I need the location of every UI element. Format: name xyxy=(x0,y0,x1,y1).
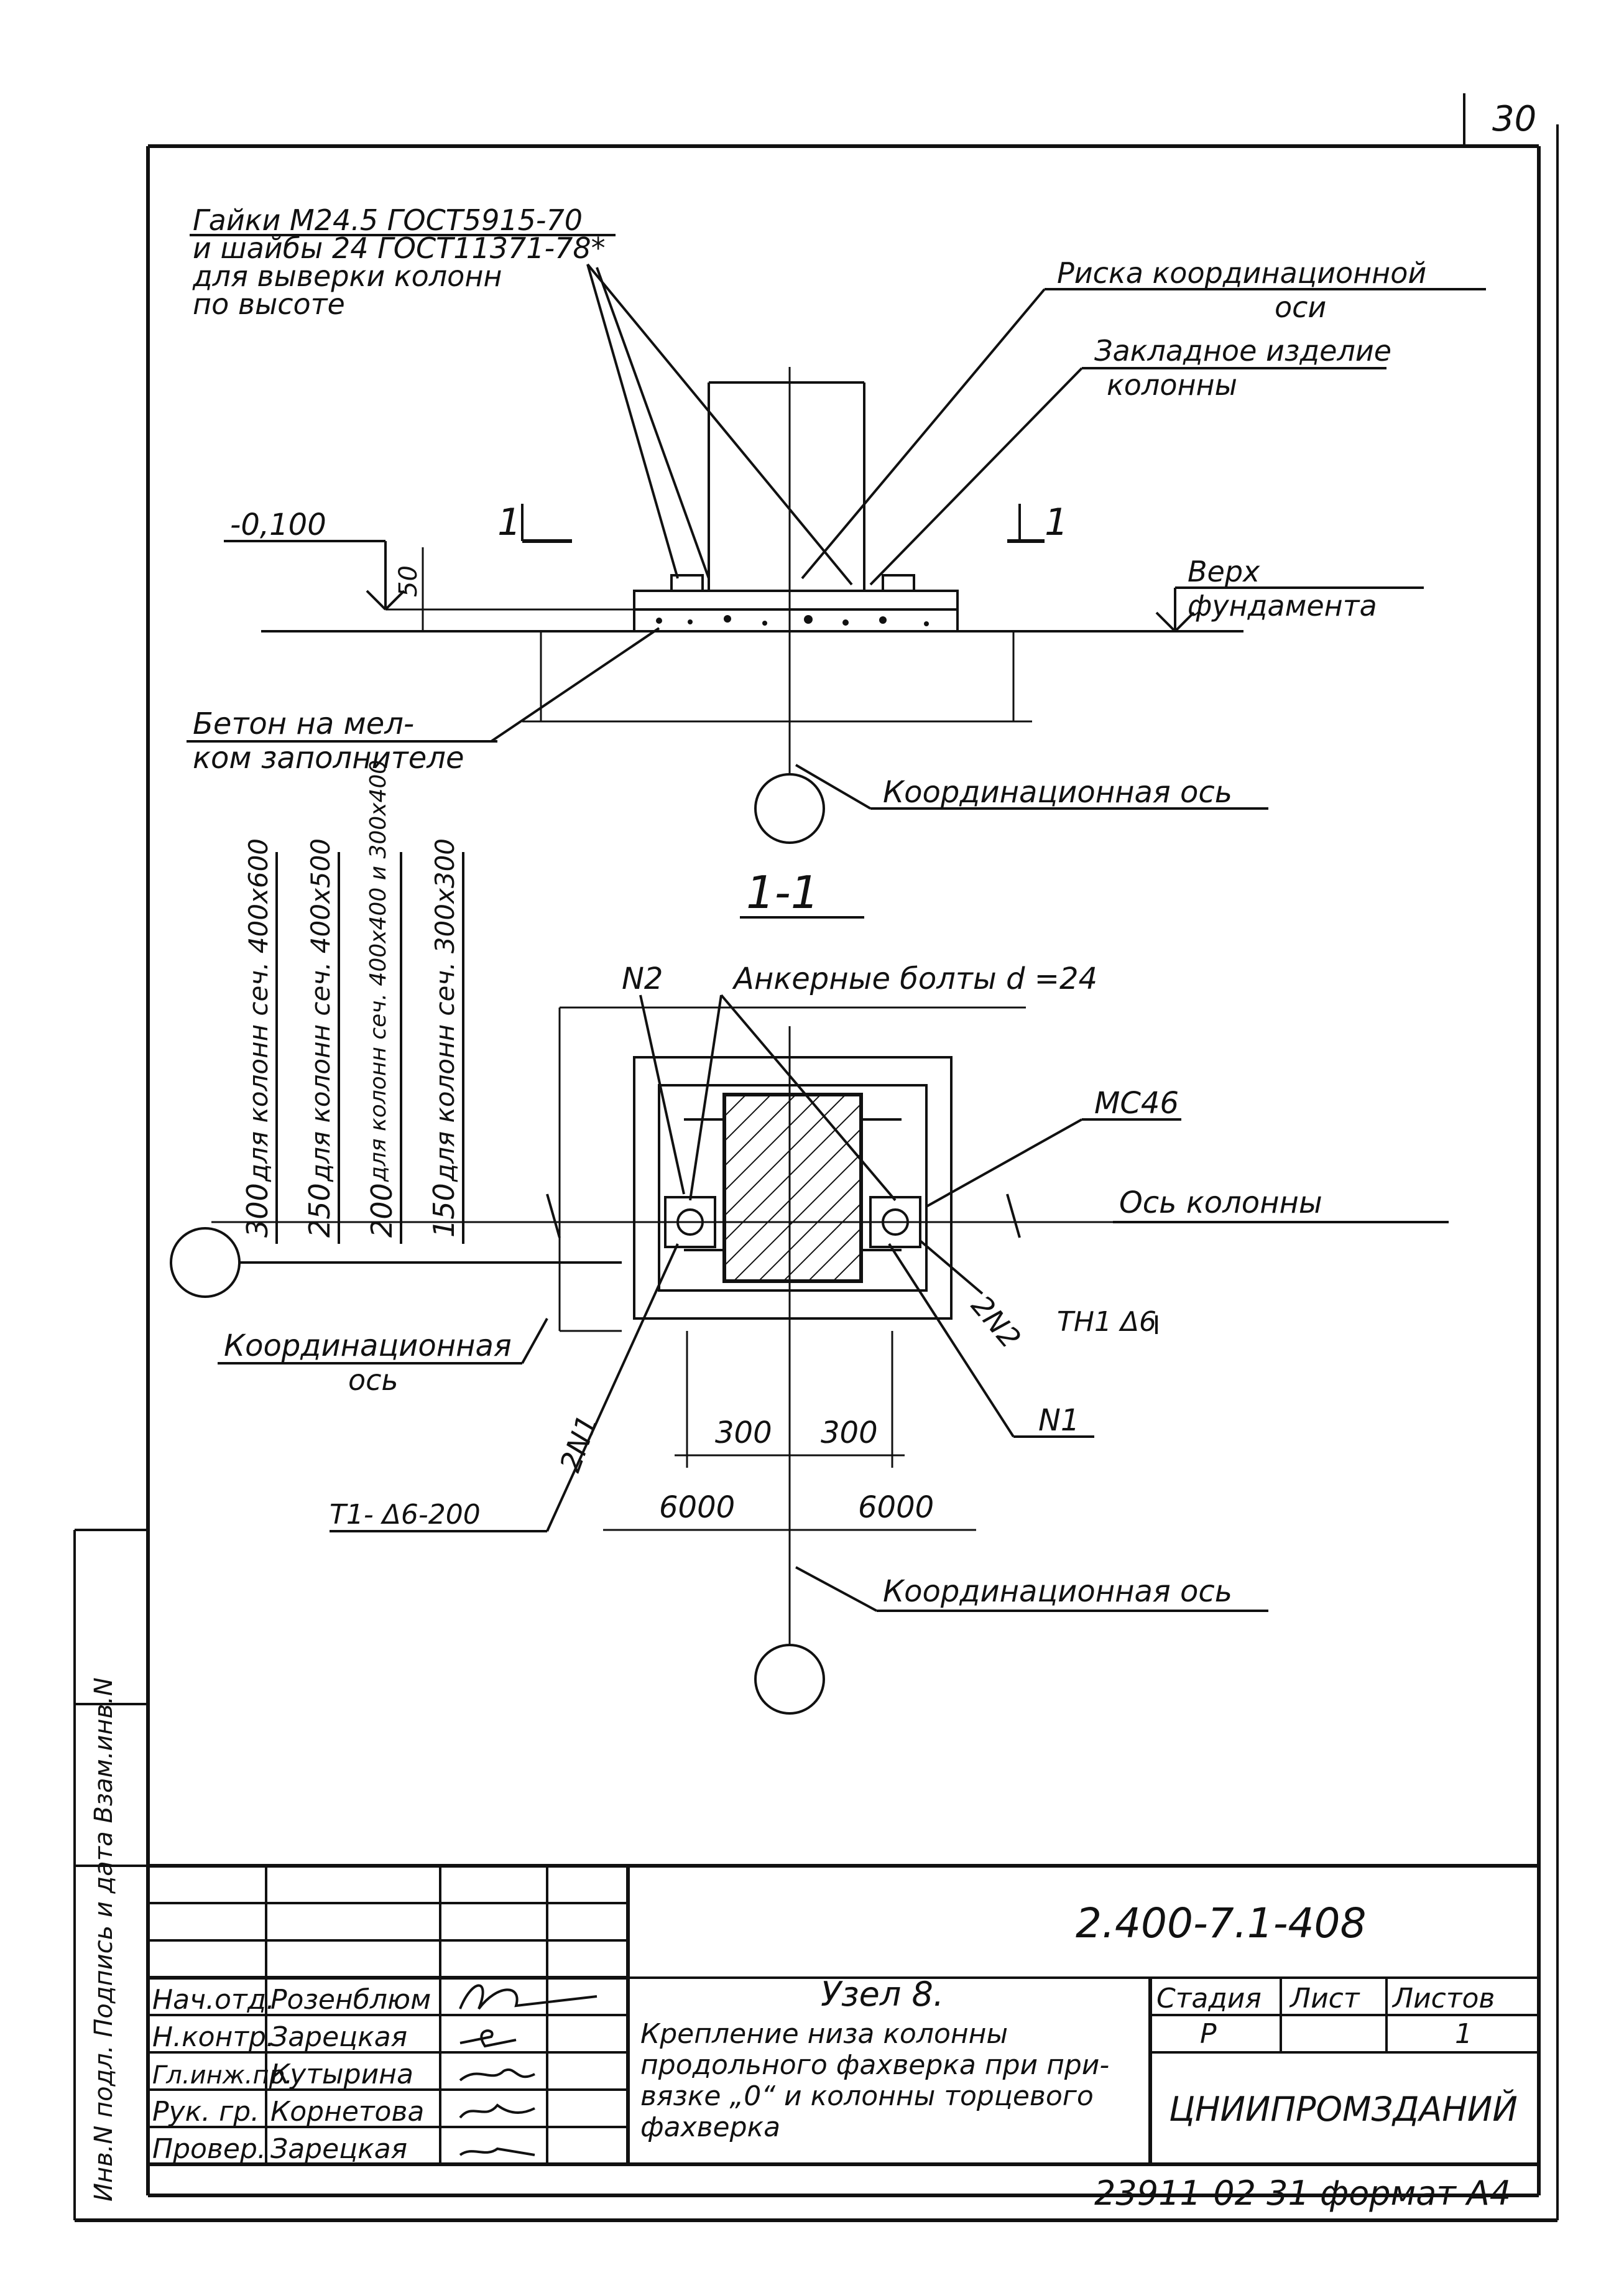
name-1: Розенблюм xyxy=(270,1984,431,2016)
sheet-frame xyxy=(73,93,1559,2222)
dim-300-right: 300 xyxy=(821,1416,878,1450)
drawing-code: 2.400-7.1-408 xyxy=(1076,1899,1367,1947)
role-4: Рук. гр. xyxy=(152,2096,259,2128)
name-2: Зарецкая xyxy=(270,2021,407,2053)
rotated-dim-texts: 300 для колонн сеч. 400х600 250 для коло… xyxy=(241,760,464,1244)
anchor-label: Анкерные болты d =24 xyxy=(732,961,1097,996)
desc-line-1: Крепление низа колонны xyxy=(640,2018,1008,2050)
coord-axis-line-1: Координационная xyxy=(224,1328,512,1363)
top-label-line-1: Верх xyxy=(1188,555,1260,588)
rot-dim-250-text: для колонн сеч. 400х500 xyxy=(305,838,336,1182)
nuts-note-line-4: по высоте xyxy=(193,287,345,321)
coord-axis-line-2: ось xyxy=(348,1363,399,1397)
dim-6000-right: 6000 xyxy=(858,1490,934,1525)
rot-dim-150-text: для колонн сеч. 300х300 xyxy=(430,838,460,1182)
n2-label: N2 xyxy=(622,961,663,996)
stage-value: Р xyxy=(1200,2018,1217,2050)
nuts-note-line-3: для выверки колонн xyxy=(192,259,502,293)
column-axis-label: Ось колонны xyxy=(1119,1185,1322,1220)
rot-dim-300: 300 xyxy=(241,1183,274,1238)
bottom-axis-label: Координационная ось xyxy=(883,1574,1232,1609)
sheet-header: Лист xyxy=(1289,1983,1360,2014)
name-4: Корнетова xyxy=(270,2096,424,2128)
sheets-header: Листов xyxy=(1391,1983,1495,2014)
role-3: Гл.инж.пр. xyxy=(152,2061,293,2090)
section-mark-right: 1 xyxy=(1045,501,1068,544)
desc-line-4: фахверка xyxy=(640,2111,780,2143)
top-axis-label: Координационная ось xyxy=(883,775,1232,810)
concrete-dots xyxy=(656,615,929,626)
risk-label-line-2: оси xyxy=(1275,290,1326,324)
organization: ЦНИИПРОМЗДАНИЙ xyxy=(1169,2090,1518,2129)
dim-300-left: 300 xyxy=(715,1416,772,1450)
rot-dim-200: 200 xyxy=(365,1183,399,1238)
node-title: Узел 8. xyxy=(821,1975,944,2014)
side-stamp: Инв.N подл. Подпись и дата Взам.инв.N xyxy=(90,1677,118,2202)
nuts-note-line-1: Гайки М24.5 ГОСТ5915-70 xyxy=(193,203,583,237)
desc-line-3: вязке „0“ и колонны торцевого xyxy=(640,2080,1094,2112)
rot-dim-300-text: для колонн сеч. 400х600 xyxy=(243,838,274,1182)
nuts-note-line-2: и шайбы 24 ГОСТ11371-78* xyxy=(193,231,606,265)
embedded-label-line-1: Закладное изделие xyxy=(1094,334,1391,368)
sheets-value: 1 xyxy=(1455,2018,1472,2050)
section-title: 1-1 xyxy=(746,866,819,919)
top-label-line-2: фундамента xyxy=(1188,589,1377,623)
name-3: Кутырина xyxy=(270,2059,413,2090)
concrete-label-line-2: ком заполнителе xyxy=(193,741,464,776)
name-5: Зарецкая xyxy=(270,2133,407,2165)
weld-1-label: ТН1 Δ6 xyxy=(1057,1306,1156,1338)
role-1: Нач.отд. xyxy=(152,1984,275,2016)
page-number: 30 xyxy=(1492,99,1536,139)
n1-label: N1 xyxy=(1038,1403,1079,1438)
weld-2-label: Т1- Δ6-200 xyxy=(330,1499,481,1531)
rot-dim-200-text: для колонн сеч. 400х400 и 300х400 xyxy=(366,760,391,1182)
level-mark: -0,100 xyxy=(230,507,326,542)
role-5: Провер. xyxy=(152,2133,266,2165)
role-2: Н.контр. xyxy=(152,2021,275,2053)
dim-6000-left: 6000 xyxy=(659,1490,735,1525)
mc46-label: МС46 xyxy=(1094,1086,1179,1121)
stage-header: Стадия xyxy=(1156,1983,1262,2014)
risk-label-line-1: Риска координационной xyxy=(1057,256,1426,290)
concrete-label-line-1: Бетон на мел- xyxy=(193,707,414,741)
section-mark-left: 1 xyxy=(497,501,521,544)
n2-2-label: 2N2 xyxy=(965,1289,1028,1355)
embedded-label-line-2: колонны xyxy=(1107,368,1237,402)
desc-line-2: продольного фахверка при при- xyxy=(640,2049,1109,2081)
signatures xyxy=(459,1984,597,2156)
rot-dim-250: 250 xyxy=(303,1183,336,1238)
dim-50: 50 xyxy=(394,565,423,597)
title-block: 2.400-7.1-408 Нач.отд. Розенблюм Н.контр… xyxy=(148,1864,1539,2213)
top-view: Гайки М24.5 ГОСТ5915-70 и шайбы 24 ГОСТ1… xyxy=(187,203,1486,844)
section-1-1: 1-1 300 для колонн сеч. 400х600 250 для … xyxy=(170,760,1449,1715)
footer: 23911-02 31 формат А4 xyxy=(1094,2174,1511,2213)
rot-dim-150: 150 xyxy=(427,1183,461,1238)
